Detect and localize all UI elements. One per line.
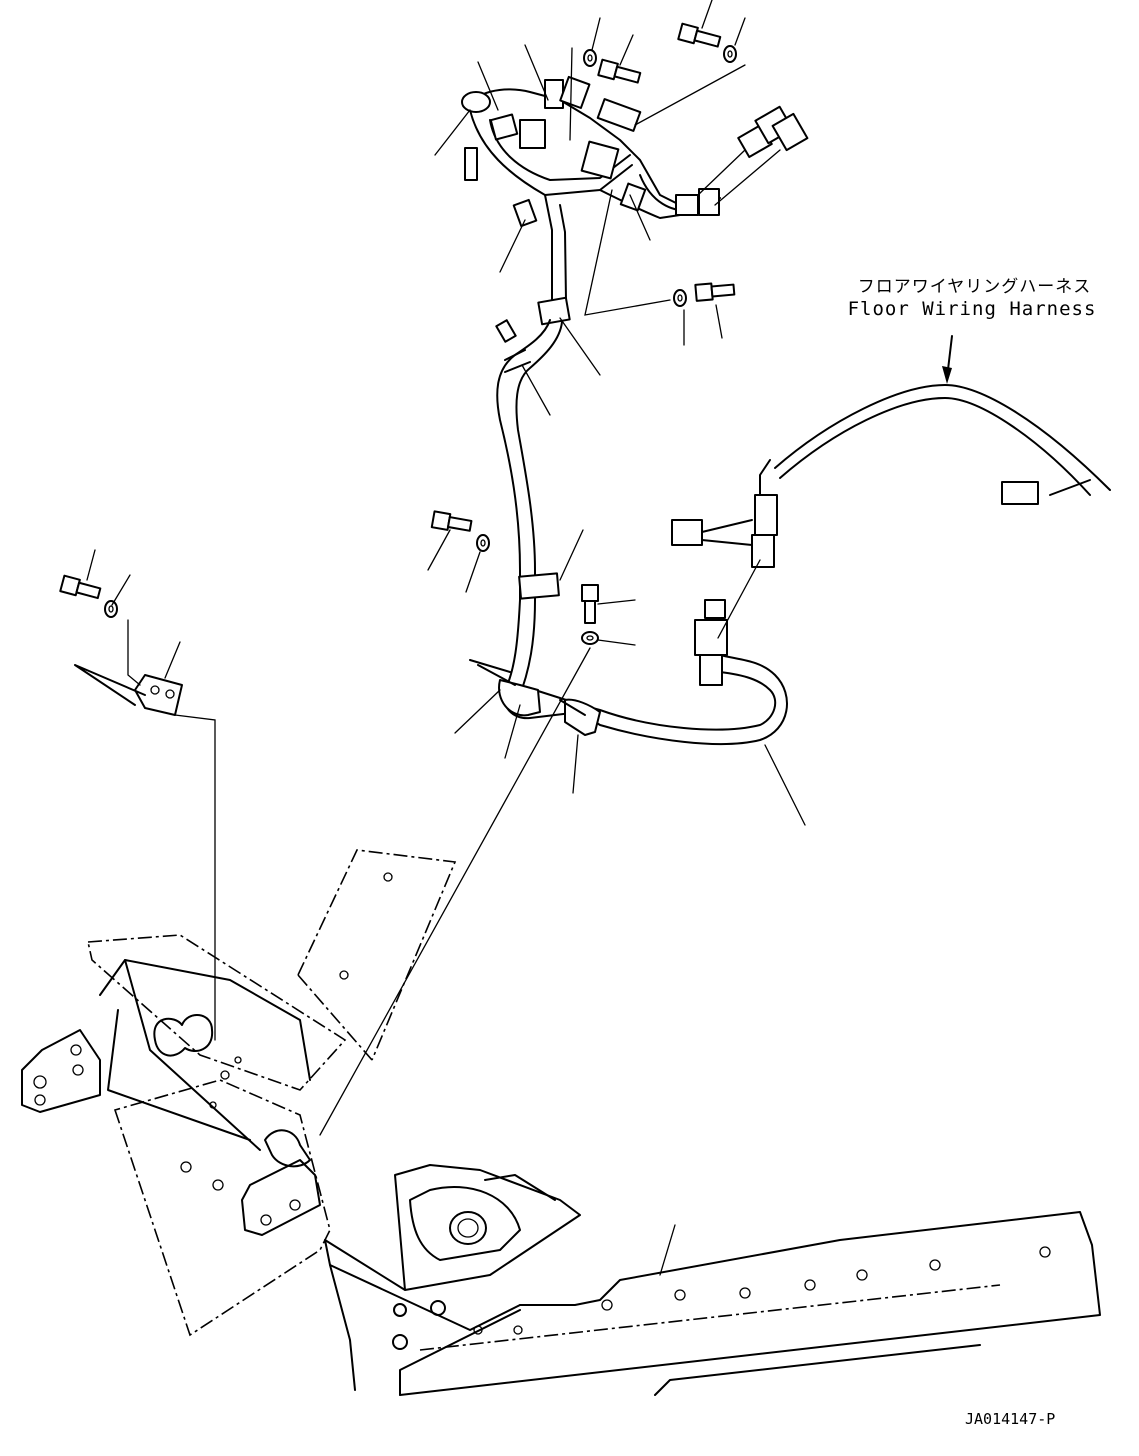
harness-main-run	[469, 319, 788, 745]
washer-icon	[581, 631, 599, 645]
bolt-icon	[677, 22, 722, 48]
washer-icon	[673, 289, 687, 307]
drawing-id: JA014147-P	[965, 1410, 1056, 1428]
harness-label-japanese: フロアワイヤリングハーネス	[857, 277, 1092, 297]
harness-top-cluster	[461, 75, 809, 343]
bolt-icon	[581, 584, 599, 624]
bolt-icon	[430, 510, 473, 532]
leader-lines	[86, 0, 806, 1276]
bolt-icon	[597, 58, 642, 84]
washer-icon	[104, 600, 118, 618]
washer-icon	[476, 534, 490, 552]
floor-frame	[21, 849, 1101, 1396]
bolt-icon	[59, 574, 102, 600]
washer-icon	[583, 49, 597, 67]
bolt-icon	[694, 282, 736, 302]
harness-label-english: Floor Wiring Harness	[847, 298, 1097, 320]
bracket	[74, 664, 183, 716]
washer-icon	[723, 45, 737, 63]
fasteners	[59, 22, 737, 716]
floor-wiring-harness	[671, 335, 1111, 639]
